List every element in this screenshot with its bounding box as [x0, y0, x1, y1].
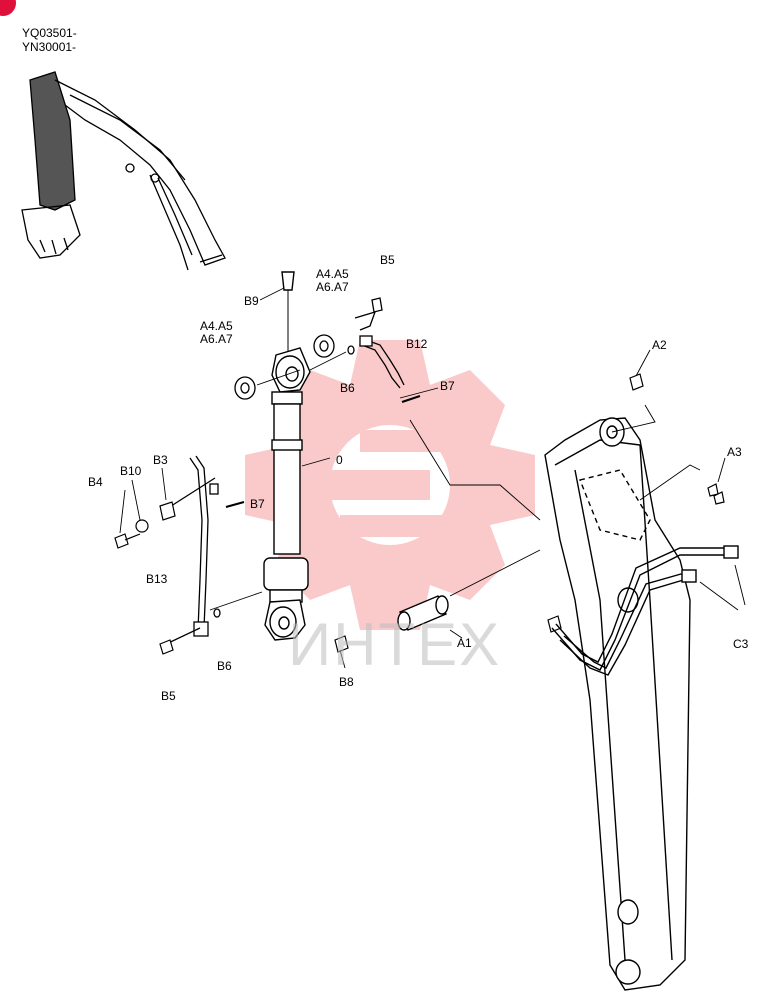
callout-b10: B10 — [120, 464, 142, 478]
callout-zero: 0 — [336, 453, 343, 467]
callout-a4-left-2: A6.A7 — [200, 332, 233, 346]
leader-lines — [119, 287, 746, 669]
callout-b6-bottom: B6 — [217, 659, 232, 673]
serial-range-1: YQ03501- — [22, 26, 77, 40]
callout-a4-right-2: A6.A7 — [316, 280, 349, 294]
callout-b4: B4 — [88, 475, 103, 489]
boom-hoses — [551, 545, 739, 676]
callout-b3: B3 — [153, 453, 168, 467]
callout-a4-left-1: A4.A5 — [200, 319, 233, 333]
callout-a1: A1 — [457, 636, 472, 650]
watermark-text: ИНТЕХ — [288, 611, 502, 678]
machine-thumbnail — [21, 71, 226, 271]
watermark-gear-icon — [245, 340, 535, 630]
washers — [213, 334, 355, 618]
callout-b6-top: B6 — [340, 381, 355, 395]
callout-a3: A3 — [727, 445, 742, 459]
callout-labels: B5 A4.A5 A6.A7 B9 A4.A5 A6.A7 B12 B6 B7 … — [88, 253, 749, 703]
callout-c3: C3 — [733, 637, 749, 651]
pin-a1 — [397, 595, 449, 631]
boom-cylinder — [263, 271, 311, 641]
callout-b7-mid: B7 — [250, 497, 265, 511]
serial-range-2: YN30001- — [22, 40, 77, 54]
callout-a2: A2 — [652, 338, 667, 352]
callout-b8: B8 — [339, 675, 354, 689]
callout-b9: B9 — [244, 294, 259, 308]
boom-arm — [544, 417, 691, 991]
callout-b5-bottom: B5 — [161, 689, 176, 703]
callout-b5-top: B5 — [380, 253, 395, 267]
hose-b13 — [161, 455, 219, 647]
callout-b12: B12 — [406, 337, 428, 351]
tube-b12 — [354, 297, 405, 389]
callout-b13: B13 — [146, 572, 168, 586]
callout-a4-right-1: A4.A5 — [316, 267, 349, 281]
callout-b7-top: B7 — [440, 379, 455, 393]
corner-badge — [0, 0, 16, 16]
